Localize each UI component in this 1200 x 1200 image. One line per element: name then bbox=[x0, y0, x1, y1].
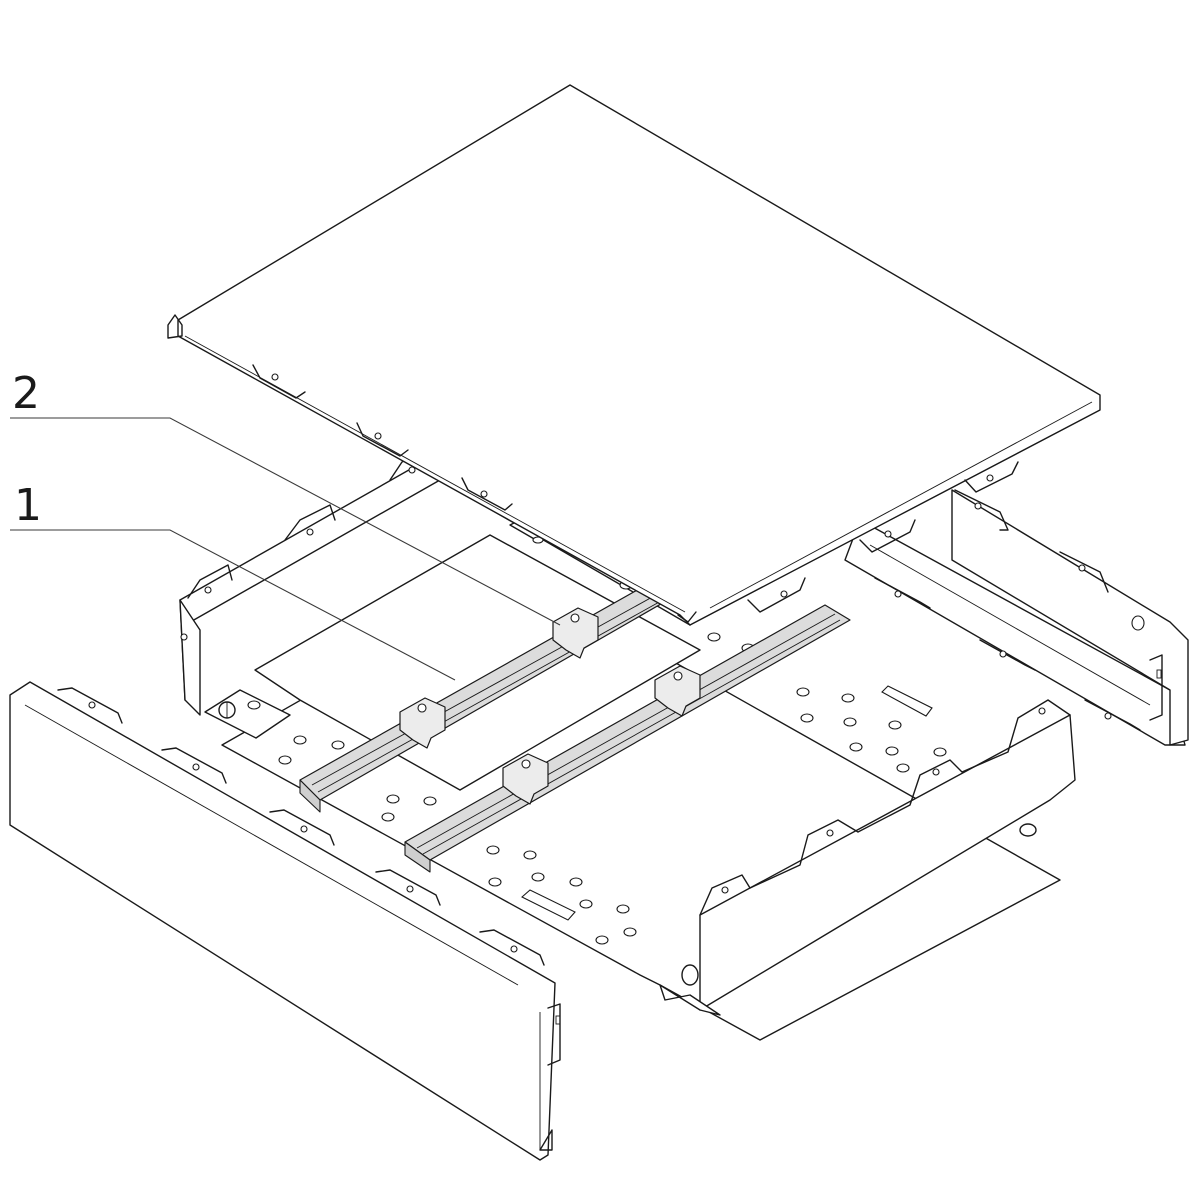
sliding-nut bbox=[502, 753, 549, 805]
callout-label-1: 1 bbox=[14, 480, 42, 531]
front-panel bbox=[9, 681, 561, 1161]
callout-leader-2 bbox=[10, 417, 561, 626]
sliding-nut bbox=[552, 607, 599, 659]
base-plate bbox=[221, 534, 1061, 1041]
sliding-nut bbox=[654, 665, 701, 717]
sliding-nut bbox=[399, 697, 446, 749]
callout-label-2: 2 bbox=[12, 368, 40, 419]
ground-bolt-front bbox=[204, 689, 291, 739]
perforation-holes bbox=[278, 580, 947, 945]
top-cover bbox=[167, 84, 1101, 626]
front-side-wall bbox=[659, 699, 1076, 1016]
right-side-panel bbox=[844, 489, 1189, 746]
slots bbox=[521, 685, 933, 921]
callout-leader-1 bbox=[10, 529, 456, 681]
